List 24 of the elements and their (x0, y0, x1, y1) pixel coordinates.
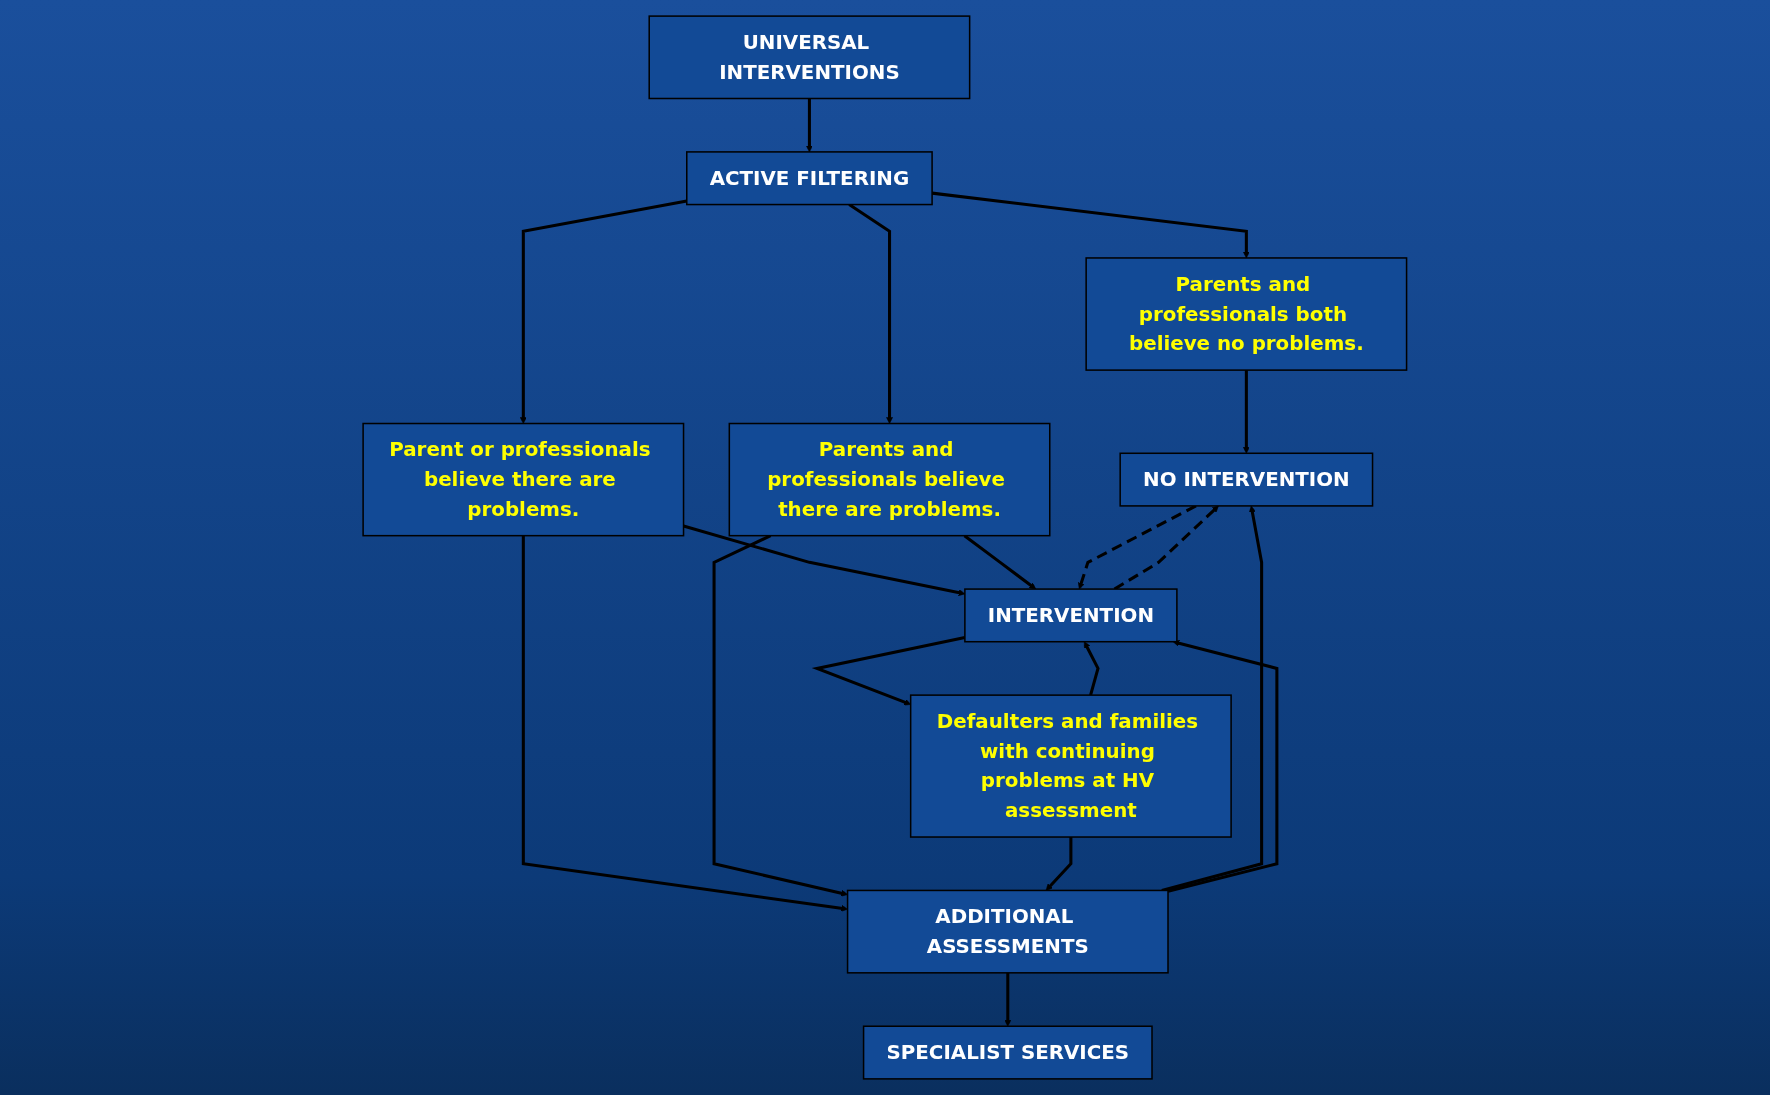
node-box: Defaulters and families with continuing problems at HV assessment (910, 694, 1233, 838)
arrow (932, 191, 1250, 259)
node-box: Parent or professionals believe there are problems. (362, 422, 685, 537)
arrow (1045, 837, 1073, 891)
node-box: Parents and professionals believe there are problems. (728, 422, 1051, 537)
arrow (1167, 640, 1279, 893)
arrow (1084, 641, 1100, 696)
arrow (1243, 370, 1250, 454)
arrow (848, 203, 894, 424)
node-box: NO INTERVENTION (1119, 452, 1374, 507)
arrow (1161, 505, 1264, 892)
arrow (1078, 504, 1197, 590)
arrow (811, 636, 966, 706)
node-box: INTERVENTION (964, 588, 1178, 643)
node-box: ADDITIONAL ASSESSMENTS (846, 889, 1169, 974)
arrow (683, 524, 966, 596)
node-box: SPECIALIST SERVICES (862, 1025, 1153, 1080)
node-box: Parents and professionals both believe no problems. (1085, 257, 1408, 371)
arrow (1004, 972, 1012, 1027)
arrow (1113, 505, 1219, 591)
node-box: UNIVERSAL INTERVENTIONS (648, 15, 971, 100)
node-box: ACTIVE FILTERING (686, 151, 933, 206)
arrow (806, 98, 813, 153)
arrow (963, 534, 1037, 590)
